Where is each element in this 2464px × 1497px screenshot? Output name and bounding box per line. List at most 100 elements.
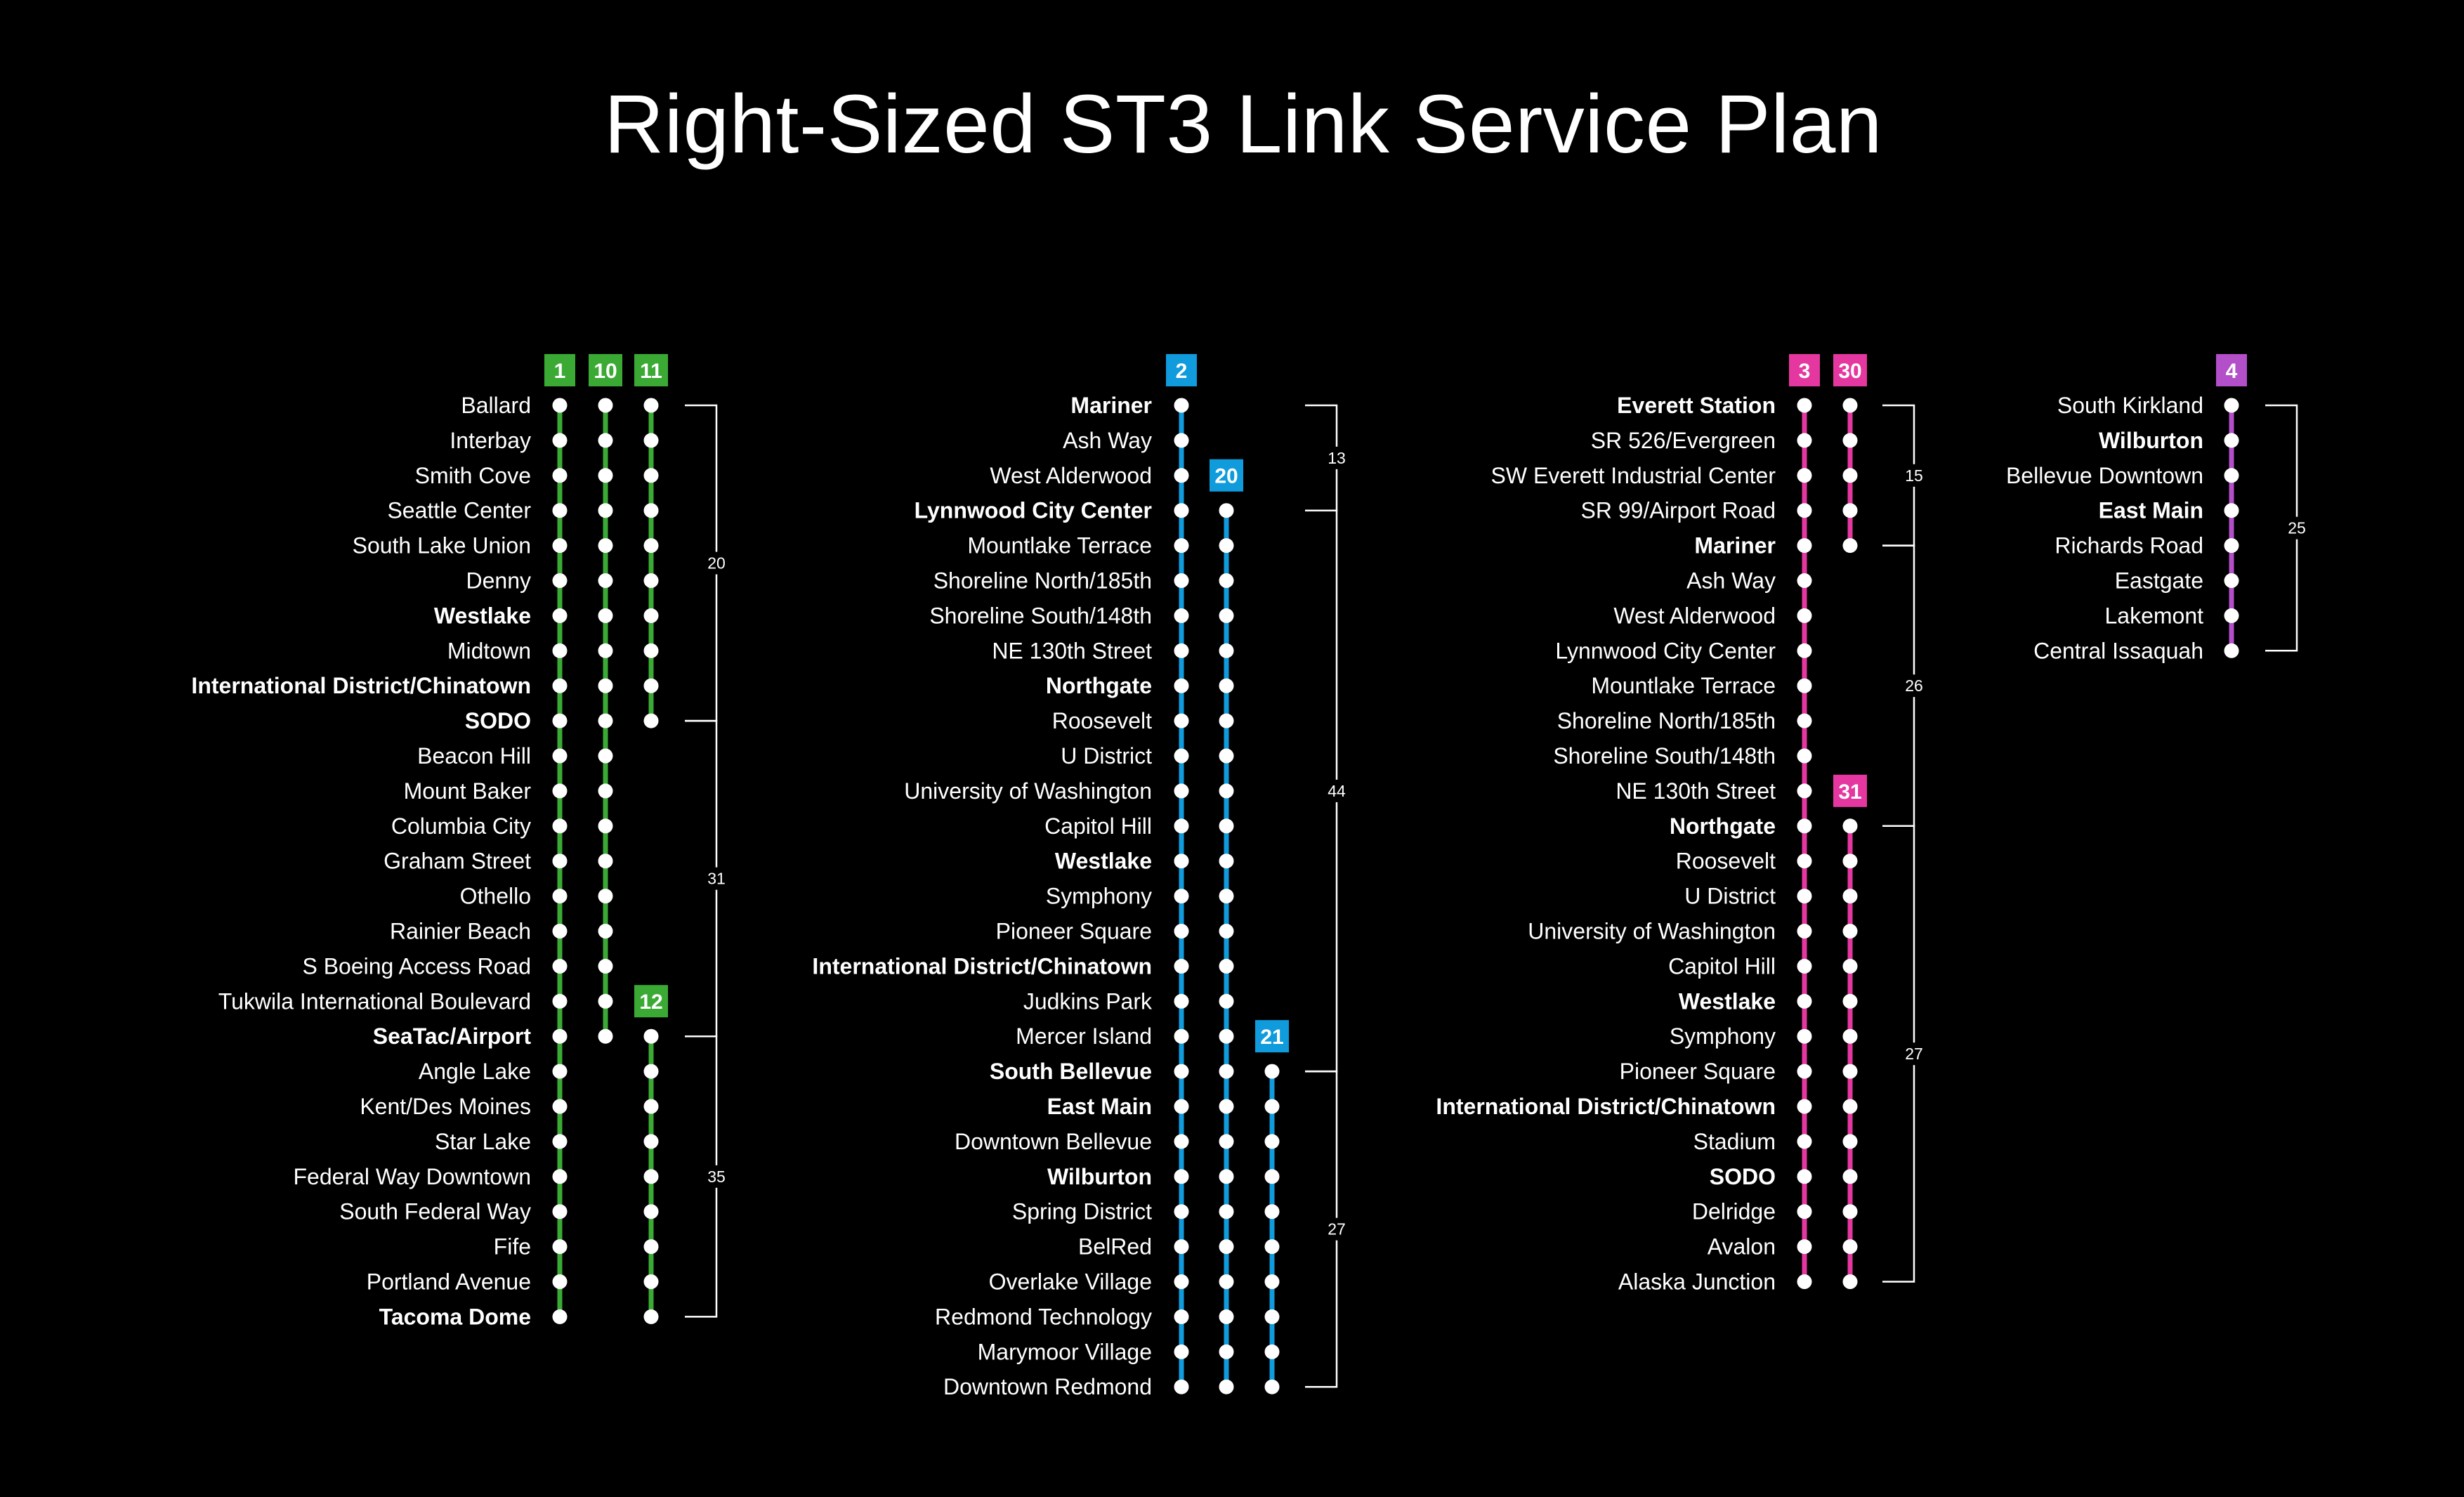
route-badge-label: 31 bbox=[1838, 780, 1861, 804]
station-dot bbox=[1264, 1239, 1280, 1255]
station-label: NE 130th Street bbox=[1616, 778, 1776, 804]
station-label: Federal Way Downtown bbox=[294, 1164, 532, 1189]
station-dot bbox=[643, 678, 659, 693]
station-dot bbox=[1797, 993, 1812, 1009]
station-dot bbox=[1797, 1204, 1812, 1220]
station-dot bbox=[1842, 1134, 1858, 1149]
runtime-minutes: 13 bbox=[1328, 449, 1346, 467]
station-dot bbox=[1174, 678, 1189, 693]
station-dot bbox=[1842, 1028, 1858, 1044]
station-label: Angle Lake bbox=[419, 1059, 531, 1084]
station-dot bbox=[1174, 538, 1189, 554]
station-dot bbox=[1842, 1274, 1858, 1289]
station-dot bbox=[598, 854, 613, 869]
station-dot bbox=[1797, 924, 1812, 939]
station-dot bbox=[1797, 818, 1812, 834]
station-dot bbox=[1842, 503, 1858, 518]
station-dot bbox=[1842, 924, 1858, 939]
station-label: Ash Way bbox=[1063, 428, 1152, 453]
station-dot bbox=[1219, 503, 1234, 518]
station-dot bbox=[552, 468, 568, 483]
station-label: Avalon bbox=[1708, 1234, 1776, 1260]
station-label: Roosevelt bbox=[1676, 849, 1776, 874]
runtime-label-bg bbox=[1323, 779, 1351, 802]
station-label: Westlake bbox=[1679, 988, 1776, 1014]
station-label: Lynnwood City Center bbox=[1555, 638, 1776, 663]
station-dot bbox=[1219, 1204, 1234, 1220]
station-dot bbox=[1797, 748, 1812, 764]
station-dot bbox=[1174, 643, 1189, 658]
station-dot bbox=[1797, 608, 1812, 623]
station-label: Richards Road bbox=[2055, 533, 2203, 558]
station-dot bbox=[552, 398, 568, 413]
station-dot bbox=[1219, 1239, 1234, 1255]
station-label: Roosevelt bbox=[1052, 708, 1152, 733]
station-dot bbox=[598, 889, 613, 904]
route-badge-3 bbox=[1789, 354, 1820, 386]
station-label: Ash Way bbox=[1686, 568, 1776, 594]
station-dot bbox=[552, 924, 568, 939]
station-dot bbox=[1842, 1169, 1858, 1184]
station-dot bbox=[1264, 1379, 1280, 1394]
station-label: Mountlake Terrace bbox=[1591, 673, 1776, 698]
station-dot bbox=[643, 1099, 659, 1114]
station-label: BelRed bbox=[1078, 1234, 1152, 1260]
station-dot bbox=[1219, 573, 1234, 588]
station-dot bbox=[643, 1028, 659, 1044]
route-badge-12 bbox=[634, 985, 668, 1018]
station-dot bbox=[1219, 713, 1234, 728]
station-label: SODO bbox=[1710, 1164, 1776, 1189]
station-dot bbox=[1842, 433, 1858, 448]
route-badge-label: 10 bbox=[594, 360, 617, 383]
station-dot bbox=[2224, 503, 2239, 518]
station-dot bbox=[1797, 573, 1812, 588]
station-dot bbox=[552, 1134, 568, 1149]
station-dot bbox=[1842, 993, 1858, 1009]
station-dot bbox=[1264, 1134, 1280, 1149]
station-label: Smith Cove bbox=[415, 463, 531, 488]
station-dot bbox=[1219, 538, 1234, 554]
station-dot bbox=[552, 608, 568, 623]
station-dot bbox=[598, 503, 613, 518]
station-dot bbox=[552, 783, 568, 799]
runtime-minutes: 25 bbox=[2288, 519, 2306, 537]
station-label: Westlake bbox=[1055, 849, 1152, 874]
station-dot bbox=[2224, 573, 2239, 588]
station-dot bbox=[552, 854, 568, 869]
station-dot bbox=[1174, 924, 1189, 939]
station-dot bbox=[598, 1028, 613, 1044]
station-label: Downtown Redmond bbox=[943, 1374, 1152, 1399]
station-label: Ballard bbox=[461, 393, 531, 418]
station-dot bbox=[1797, 678, 1812, 693]
station-dot bbox=[552, 573, 568, 588]
station-dot bbox=[1797, 1274, 1812, 1289]
station-label: Lakemont bbox=[2104, 603, 2203, 628]
station-dot bbox=[1174, 1309, 1189, 1324]
runtime-label-bg bbox=[702, 551, 730, 575]
route-badge-10 bbox=[589, 354, 622, 386]
station-label: Pioneer Square bbox=[1620, 1059, 1776, 1084]
station-dot bbox=[1219, 1028, 1234, 1044]
station-label: Shoreline South/148th bbox=[1553, 743, 1776, 769]
route-badge-label: 3 bbox=[1799, 360, 1811, 383]
station-label: International District/Chinatown bbox=[1436, 1094, 1776, 1119]
station-dot bbox=[1842, 854, 1858, 869]
station-dot bbox=[1264, 1274, 1280, 1289]
station-dot bbox=[643, 1309, 659, 1324]
station-label: U District bbox=[1061, 743, 1152, 769]
station-label: Eastgate bbox=[2115, 568, 2203, 594]
station-label: SR 526/Evergreen bbox=[1591, 428, 1776, 453]
route-badge-label: 21 bbox=[1260, 1026, 1283, 1049]
station-label: Portland Avenue bbox=[367, 1269, 531, 1295]
station-dot bbox=[643, 643, 659, 658]
station-dot bbox=[1264, 1309, 1280, 1324]
station-dot bbox=[1219, 889, 1234, 904]
station-dot bbox=[1174, 608, 1189, 623]
route-badge-11 bbox=[634, 354, 668, 386]
runtime-minutes: 27 bbox=[1905, 1045, 1923, 1063]
station-dot bbox=[1264, 1344, 1280, 1359]
station-dot bbox=[643, 1134, 659, 1149]
